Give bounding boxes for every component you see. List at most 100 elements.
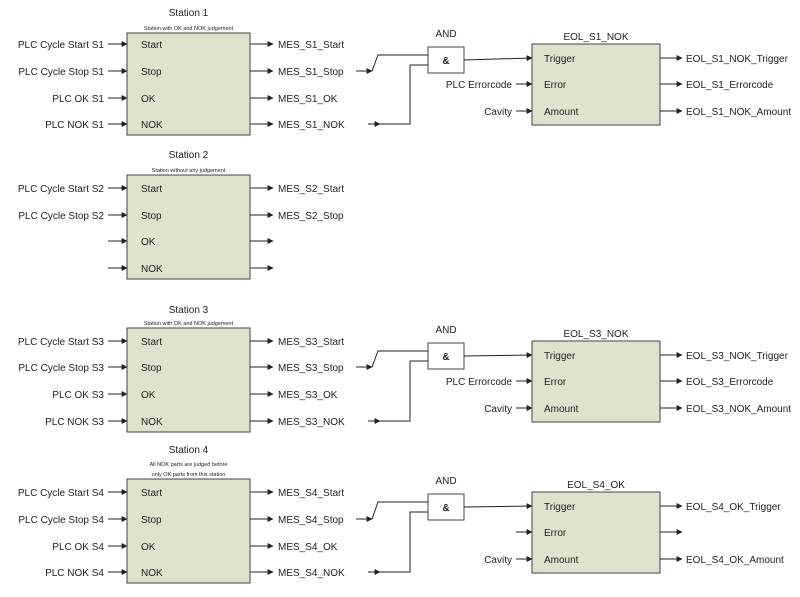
eol-input-label: PLC Errorcode xyxy=(446,80,513,91)
eol-input-label: PLC Errorcode xyxy=(446,377,513,388)
station-block xyxy=(126,478,251,584)
output-signal-label: MES_S3_Start xyxy=(278,337,344,348)
eol-block xyxy=(531,340,661,423)
output-signal-label: MES_S3_NOK xyxy=(278,417,345,428)
eol-block-title: EOL_S3_NOK xyxy=(563,329,628,340)
station-port-label: OK xyxy=(141,94,156,105)
output-signal-label: MES_S4_OK xyxy=(278,542,338,553)
eol-output-label: EOL_S3_NOK_Trigger xyxy=(686,351,789,362)
input-signal-label: PLC NOK S1 xyxy=(45,120,104,131)
output-signal-label: MES_S2_Start xyxy=(278,184,344,195)
input-signal-label: PLC Cycle Start S2 xyxy=(18,184,105,195)
output-signal-label: MES_S1_Stop xyxy=(278,67,344,78)
eol-port-label: Error xyxy=(544,528,567,539)
eol-output-label: EOL_S4_OK_Trigger xyxy=(686,502,781,513)
station-port-label: Stop xyxy=(141,515,162,526)
and-gate xyxy=(427,46,465,74)
nok-to-and-wire xyxy=(370,64,428,125)
output-signal-label: MES_S4_Start xyxy=(278,488,344,499)
eol-port-label: Amount xyxy=(544,404,579,415)
eol-input-label: Cavity xyxy=(484,555,512,566)
eol-input-label: Cavity xyxy=(484,404,512,415)
and-gate-symbol: & xyxy=(442,56,449,67)
input-signal-label: PLC NOK S4 xyxy=(45,568,104,579)
eol-output-label: EOL_S1_NOK_Amount xyxy=(686,107,791,118)
station-port-label: Start xyxy=(141,488,162,499)
and-to-trigger-arrow xyxy=(463,55,533,62)
eol-block-title: EOL_S1_NOK xyxy=(563,32,628,43)
and-to-trigger-arrow xyxy=(463,503,533,510)
eol-port-label: Error xyxy=(544,80,567,91)
input-signal-label: PLC Cycle Start S3 xyxy=(18,337,105,348)
station-port-label: Stop xyxy=(141,363,162,374)
output-signal-label: MES_S3_Stop xyxy=(278,363,344,374)
station-subtitle: Station with OK and NOK judgement xyxy=(144,26,234,32)
stop-to-and-wire xyxy=(362,501,428,520)
station-subtitle: only OK parts from this station xyxy=(152,472,226,478)
and-gate-label: AND xyxy=(435,476,456,487)
station-port-label: OK xyxy=(141,542,156,553)
output-signal-label: MES_S4_Stop xyxy=(278,515,344,526)
station-subtitle: Station without any judgement xyxy=(152,168,226,174)
input-signal-label: PLC Cycle Start S1 xyxy=(18,40,105,51)
eol-port-label: Error xyxy=(544,377,567,388)
station-block xyxy=(126,174,251,280)
output-signal-label: MES_S4_NOK xyxy=(278,568,345,579)
and-gate-symbol: & xyxy=(442,503,449,514)
eol-port-label: Amount xyxy=(544,107,579,118)
station-port-label: Stop xyxy=(141,211,162,222)
and-gate-label: AND xyxy=(435,325,456,336)
output-signal-label: MES_S1_NOK xyxy=(278,120,345,131)
eol-output-label: EOL_S3_NOK_Amount xyxy=(686,404,791,415)
input-signal-label: PLC OK S4 xyxy=(52,542,104,553)
station-title: Station 1 xyxy=(169,8,209,19)
station-port-label: Stop xyxy=(141,67,162,78)
eol-output-label: EOL_S1_NOK_Trigger xyxy=(686,54,789,65)
station-port-label: Start xyxy=(141,184,162,195)
input-signal-label: PLC Cycle Stop S4 xyxy=(18,515,104,526)
stop-to-and-wire xyxy=(362,54,428,72)
input-signal-label: PLC Cycle Start S4 xyxy=(18,488,105,499)
nok-to-and-wire xyxy=(370,511,428,573)
input-signal-label: PLC NOK S3 xyxy=(45,417,104,428)
input-signal-label: PLC OK S3 xyxy=(52,390,104,401)
input-signal-label: PLC Cycle Stop S3 xyxy=(18,363,104,374)
output-signal-label: MES_S1_Start xyxy=(278,40,344,51)
eol-block-title: EOL_S4_OK xyxy=(567,480,625,491)
eol-port-label: Trigger xyxy=(544,502,576,513)
station-port-label: NOK xyxy=(141,264,163,275)
eol-input-label: Cavity xyxy=(484,107,512,118)
and-gate-label: AND xyxy=(435,29,456,40)
nok-to-and-wire xyxy=(370,360,428,422)
station-port-label: NOK xyxy=(141,120,163,131)
station-port-label: OK xyxy=(141,390,156,401)
station-title: Station 3 xyxy=(169,305,209,316)
output-signal-label: MES_S1_OK xyxy=(278,94,338,105)
station-block xyxy=(126,32,251,136)
stop-to-and-wire xyxy=(362,350,428,368)
input-signal-label: PLC OK S1 xyxy=(52,94,104,105)
eol-output-label: EOL_S3_Errorcode xyxy=(686,377,774,388)
eol-port-label: Trigger xyxy=(544,54,576,65)
station-subtitle: Station with OK and NOK judgement xyxy=(144,321,234,327)
output-signal-label: MES_S3_OK xyxy=(278,390,338,401)
eol-block xyxy=(531,491,661,574)
eol-port-label: Amount xyxy=(544,555,579,566)
output-signal-label: MES_S2_Stop xyxy=(278,211,344,222)
and-gate-symbol: & xyxy=(442,352,449,363)
station-subtitle: All NOK parts are judged before xyxy=(150,462,228,468)
station-title: Station 2 xyxy=(169,150,209,161)
station-port-label: OK xyxy=(141,237,156,248)
eol-output-label: EOL_S4_OK_Amount xyxy=(686,555,784,566)
station-port-label: NOK xyxy=(141,568,163,579)
eol-output-label: EOL_S1_Errorcode xyxy=(686,80,774,91)
station-title: Station 4 xyxy=(169,445,209,456)
station-block xyxy=(126,327,251,433)
input-signal-label: PLC Cycle Stop S2 xyxy=(18,211,104,222)
station-port-label: Start xyxy=(141,337,162,348)
and-to-trigger-arrow xyxy=(463,352,533,359)
input-signal-label: PLC Cycle Stop S1 xyxy=(18,67,104,78)
station-port-label: NOK xyxy=(141,417,163,428)
station-port-label: Start xyxy=(141,40,162,51)
